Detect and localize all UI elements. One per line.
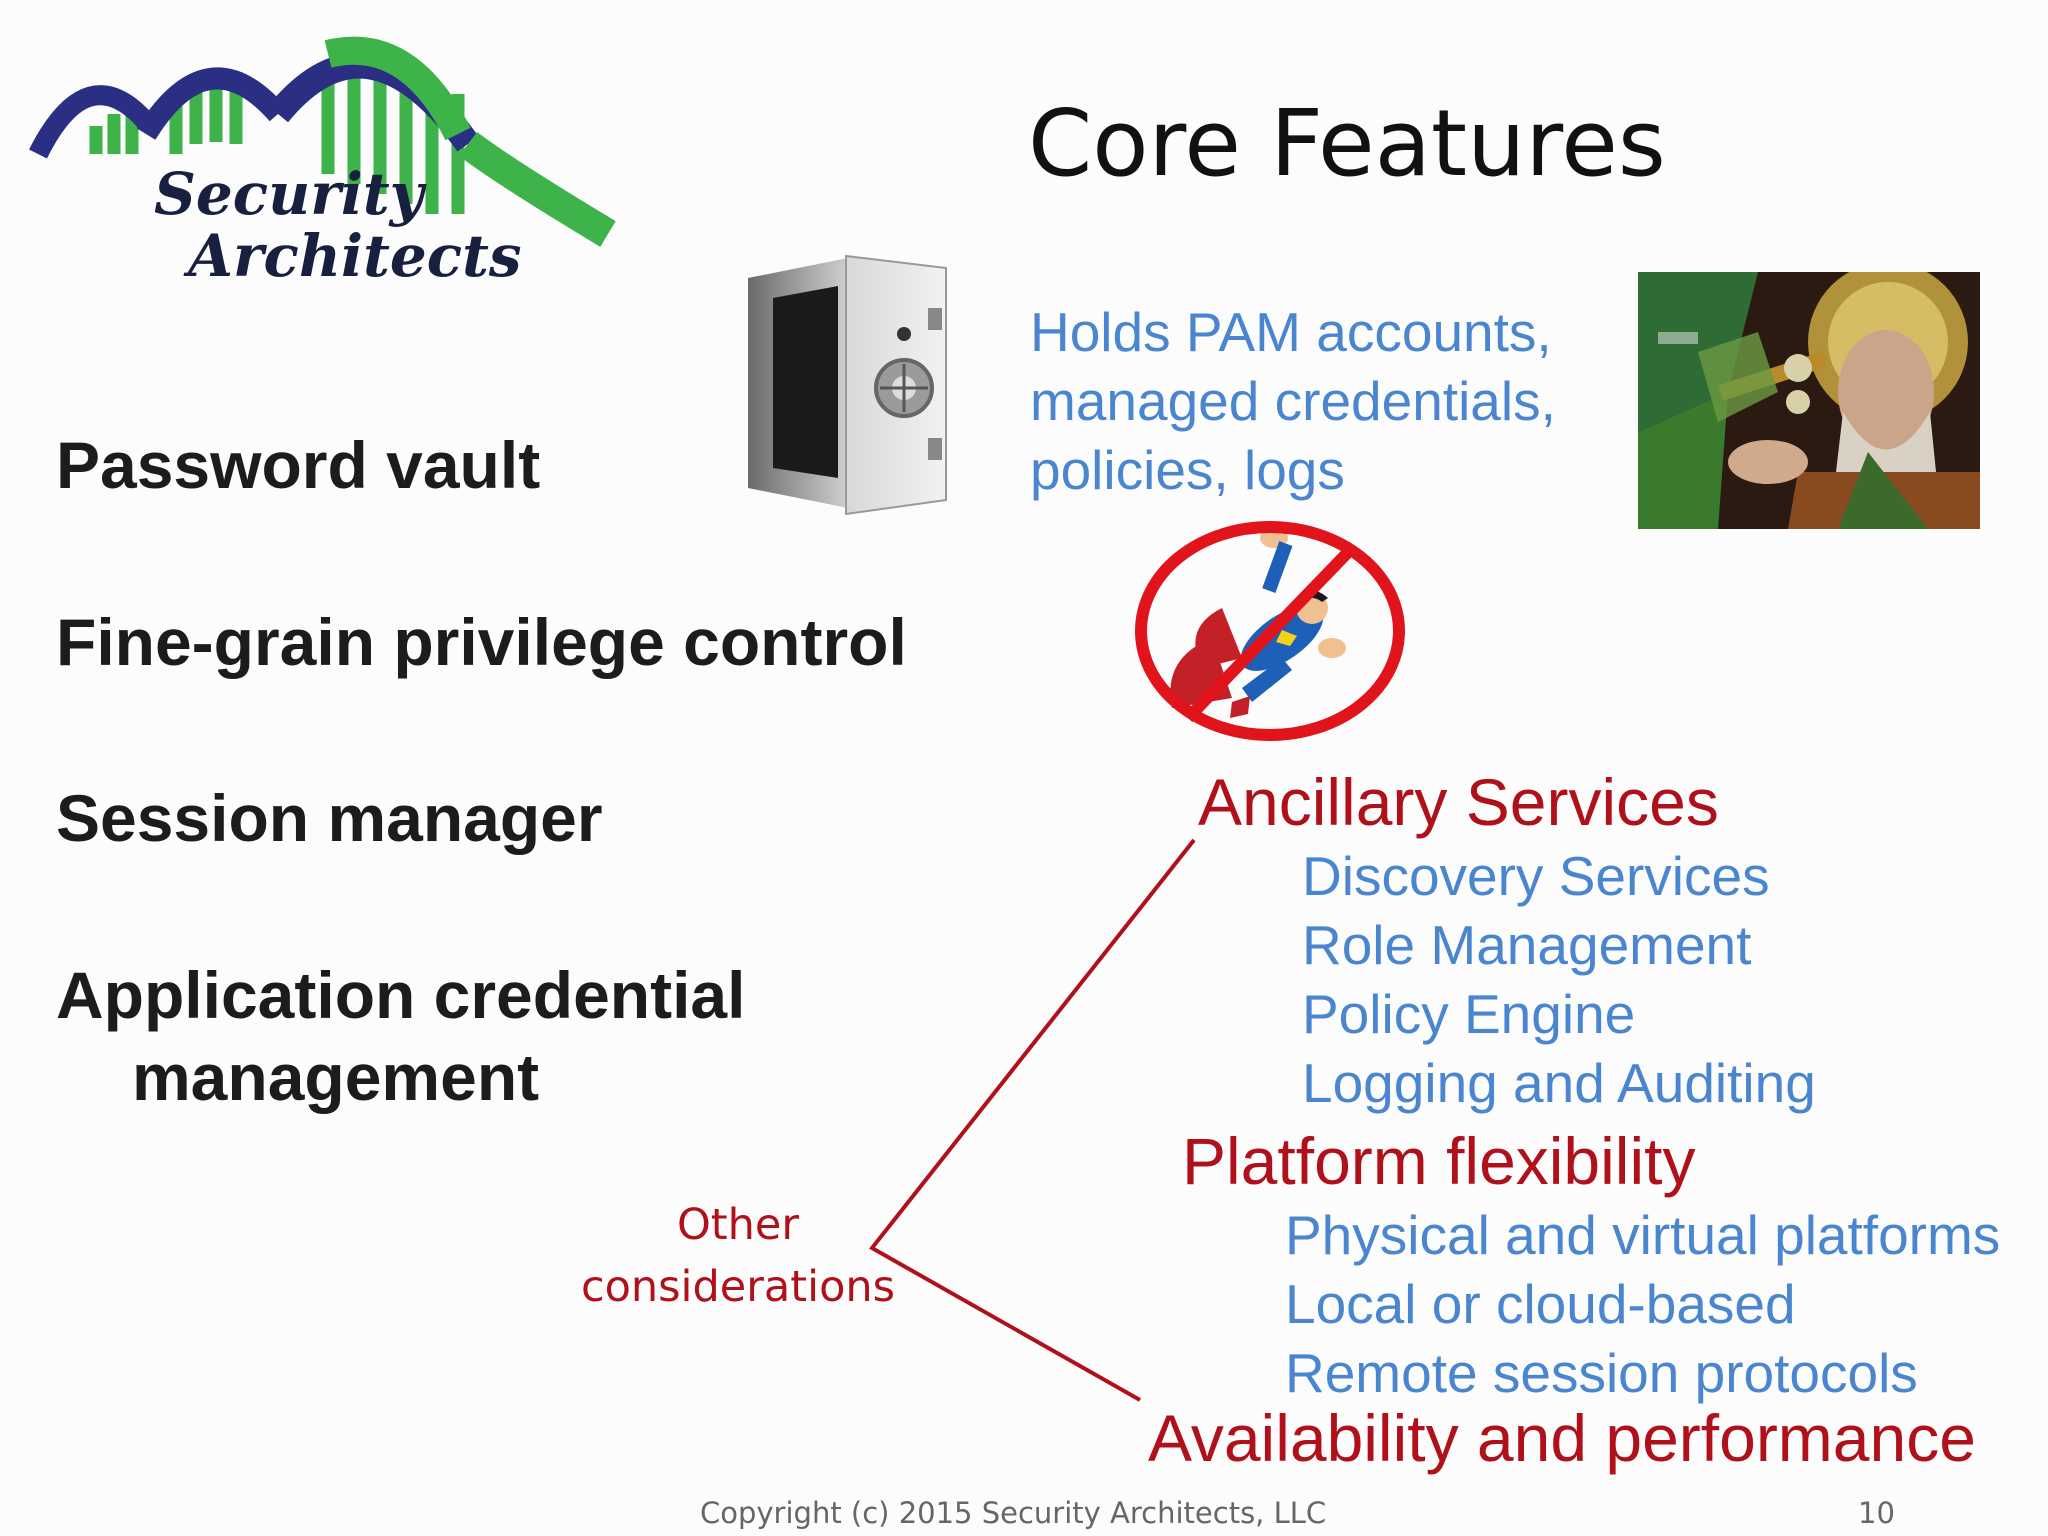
feature-app-credential-line2: management <box>132 1040 540 1114</box>
ancillary-item: Logging and Auditing <box>1302 1052 1816 1114</box>
ancillary-item: Policy Engine <box>1302 983 1636 1045</box>
page-number: 10 <box>1858 1496 1895 1530</box>
vault-desc-line1: Holds PAM accounts, <box>1030 301 1552 363</box>
logo-line1: Security <box>154 160 428 228</box>
ancillary-heading: Ancillary Services <box>1198 765 1719 839</box>
vault-desc-line2: managed credentials, <box>1030 370 1556 432</box>
company-logo: Security Architects <box>28 14 618 294</box>
open-safe-image <box>728 238 958 528</box>
ancillary-list: Discovery Services Role Management Polic… <box>1302 842 1816 1118</box>
ancillary-item: Role Management <box>1302 914 1752 976</box>
no-superman-icon <box>1132 518 1408 744</box>
feature-app-credential: Application credential management <box>56 954 745 1118</box>
platform-heading: Platform flexibility <box>1182 1124 1696 1198</box>
logo-line2: Architects <box>183 222 522 290</box>
copyright-footer: Copyright (c) 2015 Security Architects, … <box>700 1496 1327 1530</box>
ancillary-item: Discovery Services <box>1302 845 1770 907</box>
feature-app-credential-line1: Application credential <box>56 958 746 1032</box>
feature-session-manager: Session manager <box>56 781 603 855</box>
other-considerations-label: Other considerations <box>578 1194 898 1318</box>
slide-title: Core Features <box>1028 90 1666 197</box>
other-line1: Other <box>676 1200 800 1250</box>
vault-desc-line3: policies, logs <box>1030 439 1345 501</box>
platform-item: Physical and virtual platforms <box>1285 1204 2001 1266</box>
platform-list: Physical and virtual platforms Local or … <box>1285 1201 2000 1408</box>
platform-item: Remote session protocols <box>1285 1342 1918 1404</box>
feature-privilege-control: Fine-grain privilege control <box>56 605 907 679</box>
other-line2: considerations <box>580 1262 896 1312</box>
platform-item: Local or cloud-based <box>1285 1273 1796 1335</box>
availability-heading: Availability and performance <box>1148 1401 1976 1475</box>
saint-peter-keys-image <box>1638 272 1980 529</box>
logo-arch-graphic: Security Architects <box>29 36 616 290</box>
feature-password-vault: Password vault <box>56 428 541 502</box>
vault-description: Holds PAM accounts, managed credentials,… <box>1030 298 1650 505</box>
